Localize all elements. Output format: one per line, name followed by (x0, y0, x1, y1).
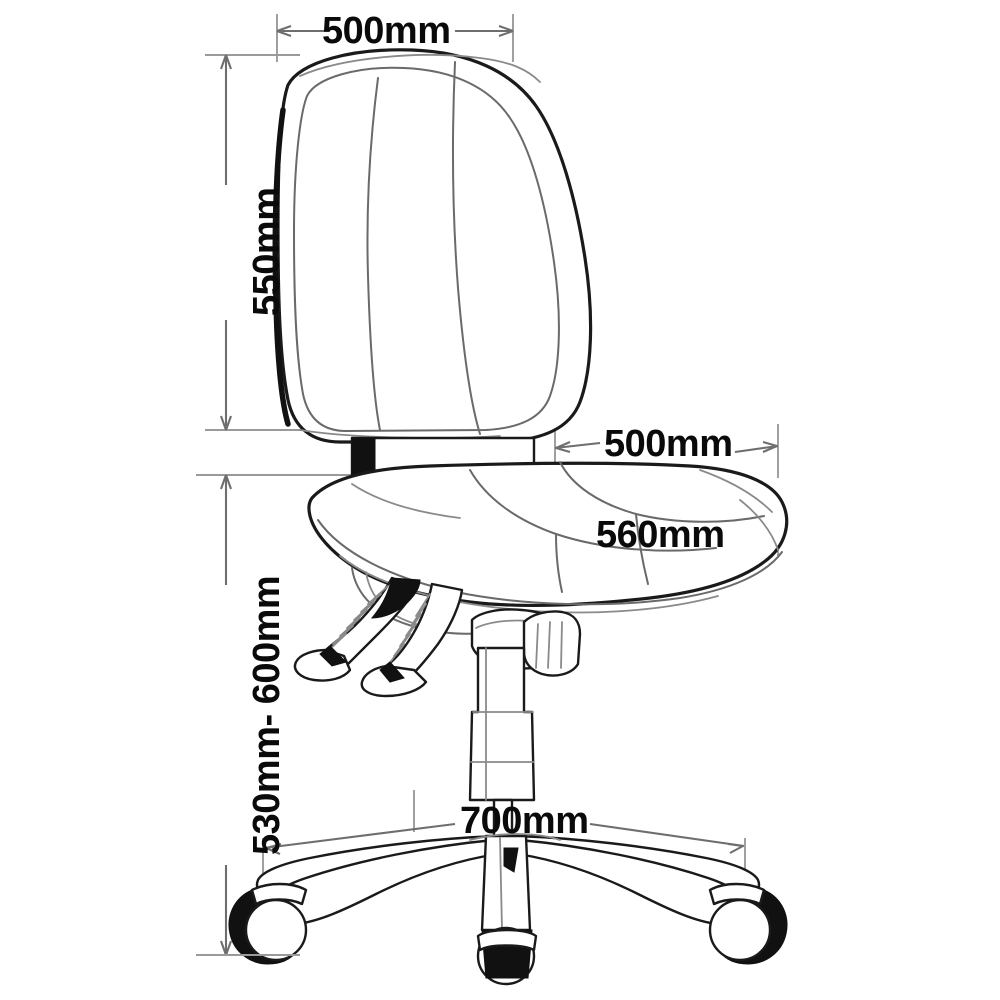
dimension-base-diameter (262, 790, 746, 884)
dimension-label-backrest-width: 500mm (322, 10, 451, 52)
chair-backrest (272, 48, 593, 444)
dimension-label-seat-depth: 500mm (604, 423, 733, 465)
dimension-label-backrest-height: 550mm (246, 187, 288, 316)
dimension-label-seat-width: 560mm (596, 514, 725, 556)
seat-cushion (307, 461, 789, 614)
chair-base (228, 833, 788, 986)
caster-center (476, 926, 538, 986)
caster-right (708, 882, 788, 965)
dimension-backrest-width (276, 14, 514, 62)
dimension-backrest-height (205, 54, 310, 431)
dimension-label-seat-height-range: 530mm- 600mm (246, 575, 288, 855)
dimension-label-base-diameter: 700mm (460, 800, 589, 842)
tilt-mechanism (293, 567, 582, 698)
caster-left (228, 882, 308, 965)
